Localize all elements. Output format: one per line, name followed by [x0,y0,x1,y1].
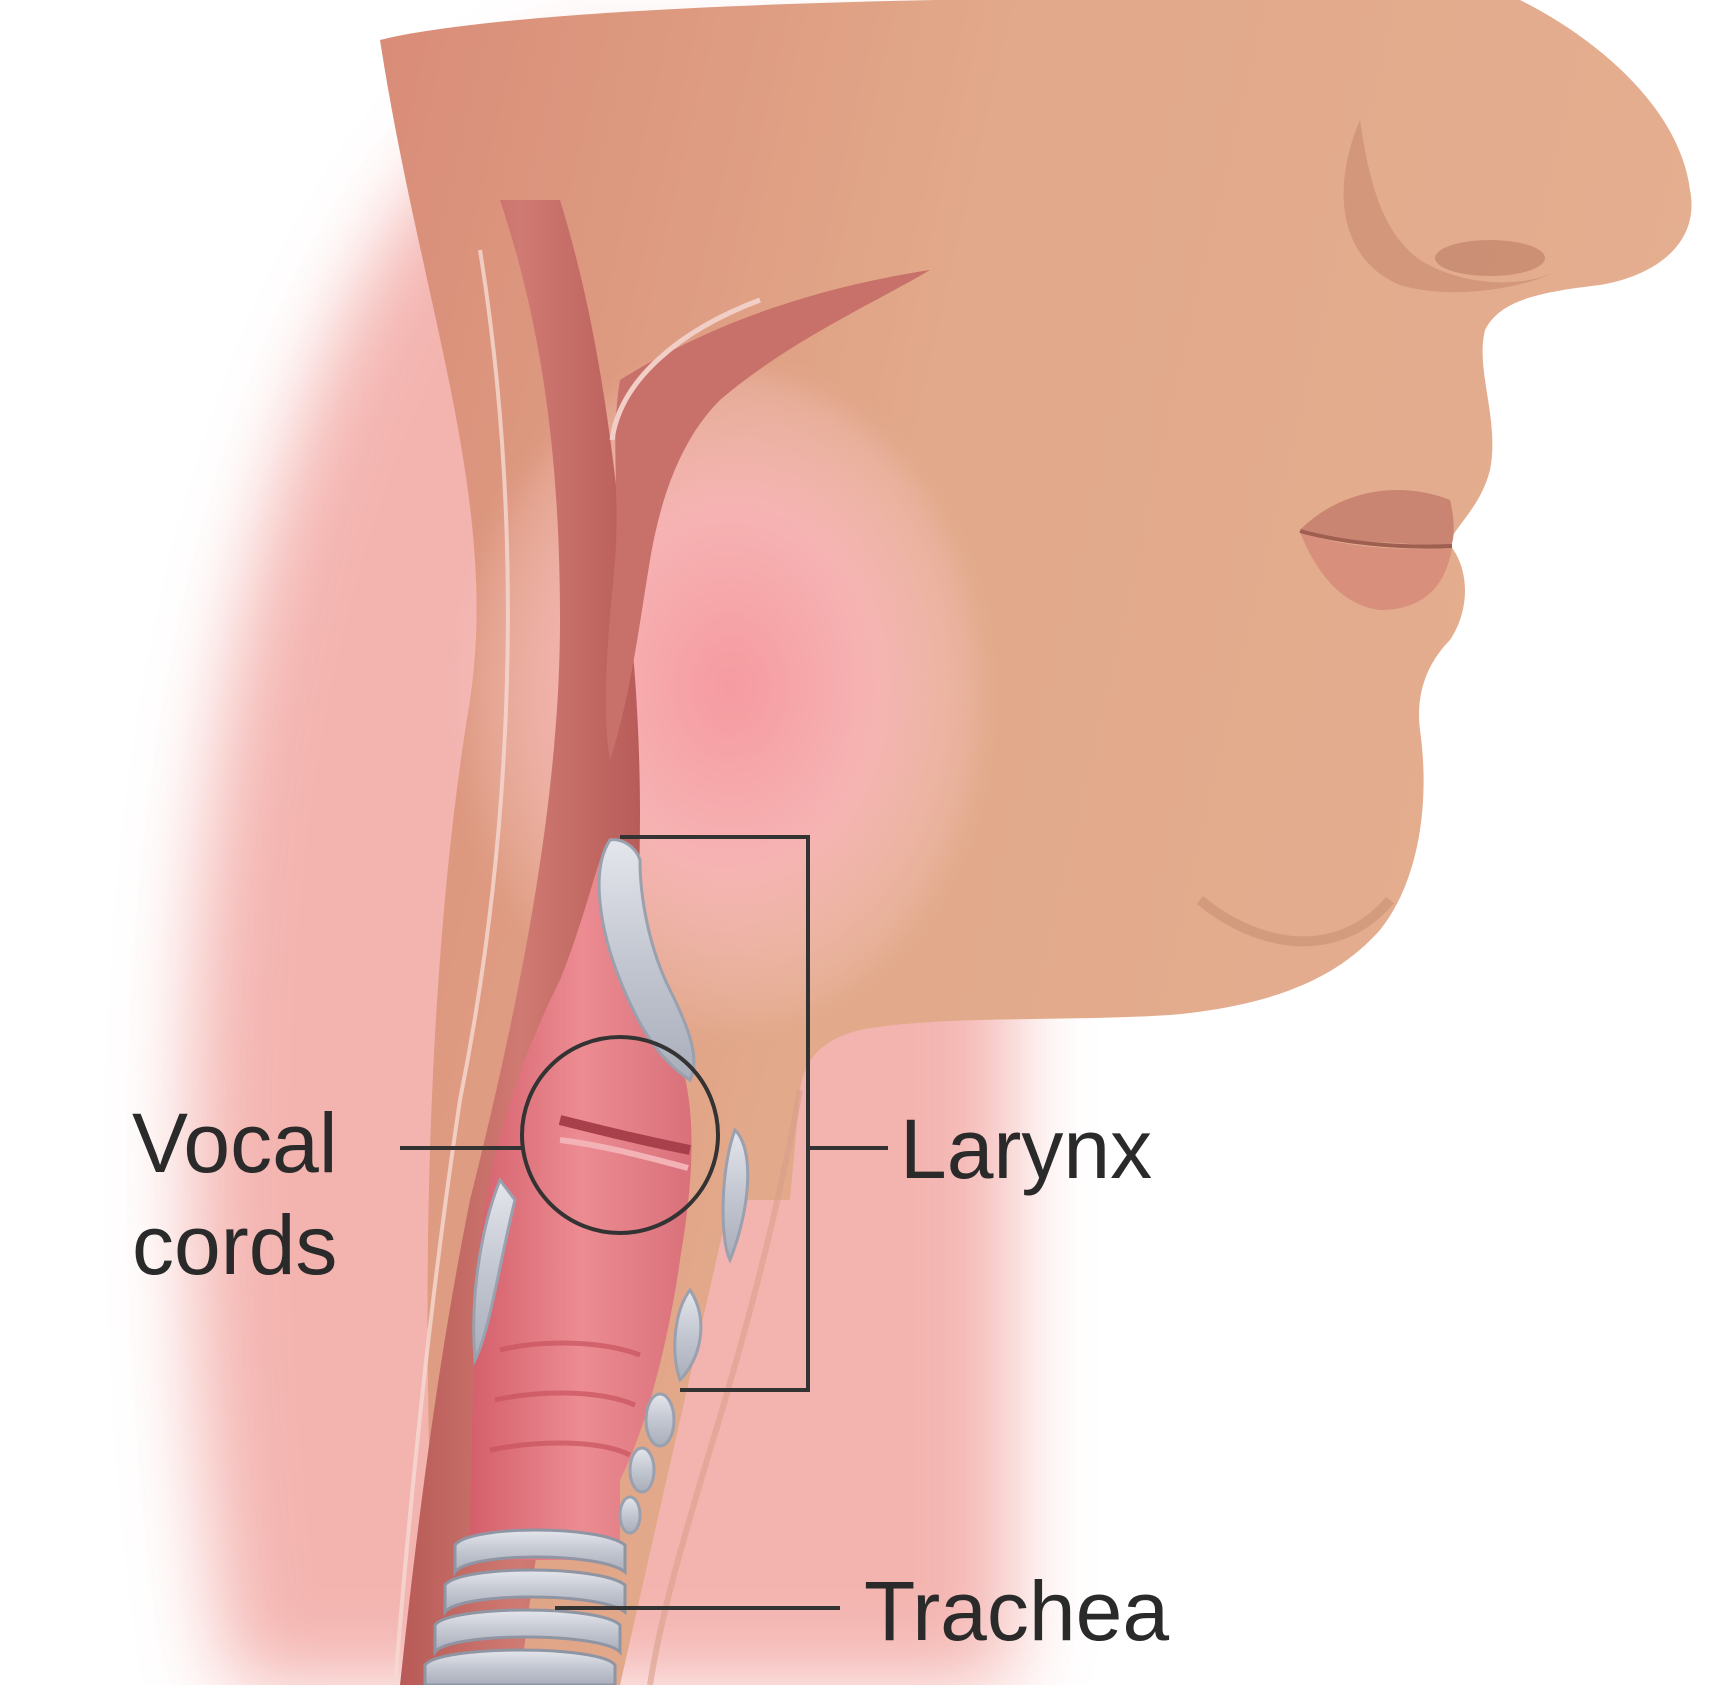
vocal-cords-label-line1: Vocal [132,1096,338,1190]
vocal-cords-label-line2: cords [132,1198,337,1292]
trachea-label: Trachea [864,1564,1169,1658]
larynx-label: Larynx [900,1102,1152,1196]
